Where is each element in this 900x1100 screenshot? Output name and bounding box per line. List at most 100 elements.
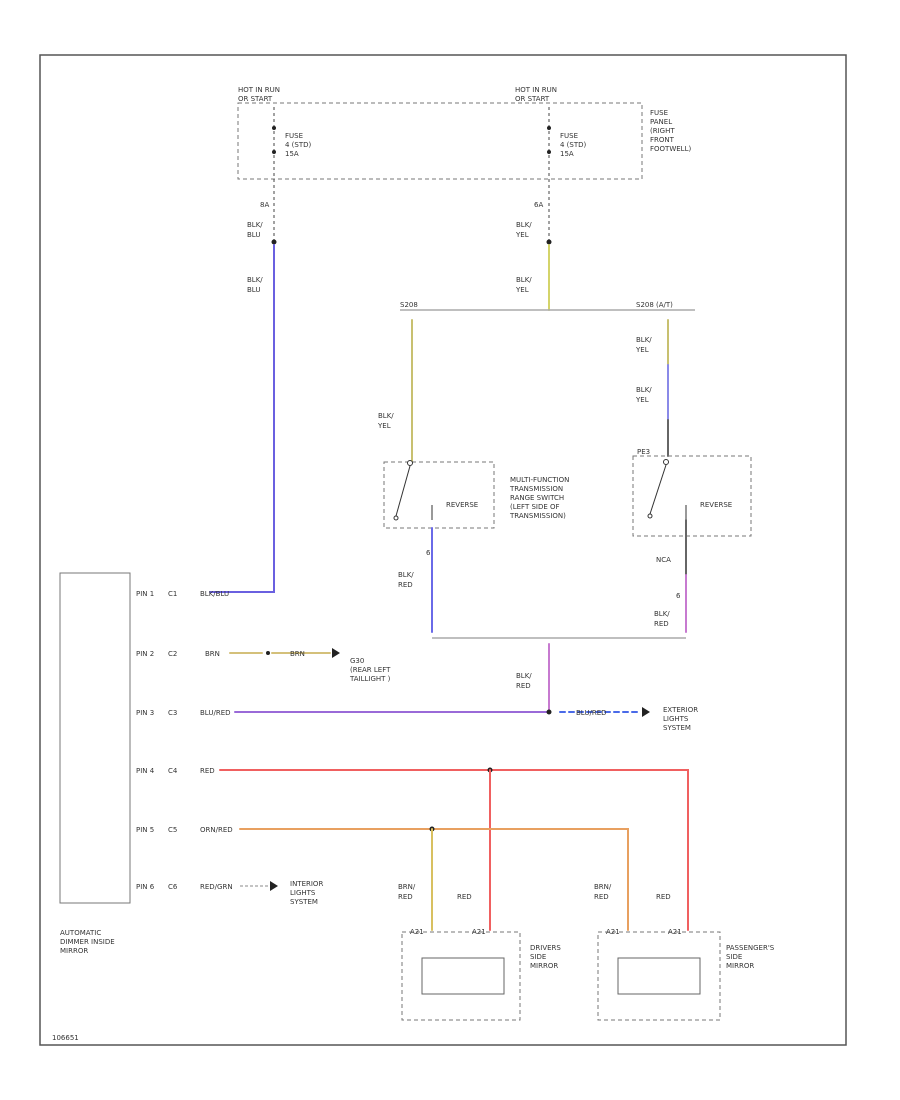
fuse-right-dot2: [547, 150, 551, 154]
passenger-pin-b: A21: [668, 928, 682, 936]
red-1: RED: [457, 893, 472, 901]
mirror-pin-row-4: PIN 4 C4 RED: [136, 767, 215, 775]
g-label-1: G30: [350, 657, 364, 665]
wire-blured-2b: RED: [654, 620, 669, 628]
mfs-l5: TRANSMISSION): [509, 512, 566, 520]
wire-blured-1b: RED: [398, 581, 413, 589]
wire-bluyel-4b: YEL: [635, 346, 649, 354]
hot-left-line2: OR START: [238, 95, 273, 103]
svg-text:C5: C5: [168, 826, 177, 834]
fuse-left-l2: 4 (STD): [285, 141, 312, 149]
fuse-panel-box: [237, 102, 643, 180]
red-2: RED: [656, 893, 671, 901]
mirror-label-1: AUTOMATIC: [60, 929, 101, 937]
passenger-mirror-heater: [617, 957, 701, 995]
passenger-mirror-1: PASSENGER'S: [726, 944, 775, 952]
passenger-pin-a: A21: [606, 928, 620, 936]
int-arrow: [270, 881, 278, 891]
wire-bluyel-2a: BLK/: [516, 276, 532, 284]
blured-right: BLU/RED: [576, 709, 607, 717]
switch-right-box: [632, 455, 752, 537]
g-label-3: TAILLIGHT ): [349, 675, 391, 683]
splice-left-top: [271, 239, 277, 245]
svg-text:C3: C3: [168, 709, 177, 717]
wire-orn-red: [239, 828, 629, 931]
wire-blublu-1a: BLK/: [247, 221, 263, 229]
svg-text:PIN 1: PIN 1: [136, 590, 154, 598]
wire-bluyel-1b: YEL: [515, 231, 529, 239]
switch-left-terminal: [407, 460, 413, 466]
ext-lights-2: LIGHTS: [663, 715, 689, 723]
fuse-right-l1: FUSE: [560, 132, 578, 140]
wire-blublu-2a: BLK/: [247, 276, 263, 284]
mirror-label-2: DIMMER INSIDE: [60, 938, 115, 946]
hot-left-line1: HOT IN RUN: [238, 86, 280, 94]
svg-text:ORN/RED: ORN/RED: [200, 826, 233, 834]
pin-left: 8A: [260, 201, 269, 209]
wire-blured-3a: BLK/: [516, 672, 532, 680]
svg-text:PIN 3: PIN 3: [136, 709, 154, 717]
wire-bluyel-5a: BLK/: [636, 386, 652, 394]
int-lights-1: INTERIOR: [290, 880, 323, 888]
svg-text:RED: RED: [200, 767, 215, 775]
switch-right-pin: PE3: [637, 448, 650, 456]
brn-right: BRN: [290, 650, 305, 658]
switch-right-blade: [649, 464, 667, 515]
svg-text:BLU/RED: BLU/RED: [200, 709, 231, 717]
wire-bluyel-1a: BLK/: [516, 221, 532, 229]
pin-6: 6: [426, 549, 431, 557]
wire-blured-2a: BLK/: [654, 610, 670, 618]
pin-nc: NCA: [656, 556, 671, 564]
wire-blk-blu: [209, 244, 275, 593]
svg-text:C4: C4: [168, 767, 178, 775]
wire-bluyel-3b: YEL: [377, 422, 391, 430]
wire-bluyel-4a: BLK/: [636, 336, 652, 344]
diagram-frame: [39, 54, 847, 1046]
fuse-panel-l3: (RIGHT: [650, 127, 675, 135]
fuse-right-l3: 15A: [560, 150, 574, 158]
hot-right-line1: HOT IN RUN: [515, 86, 557, 94]
svg-text:BRN: BRN: [205, 650, 220, 658]
ext-lights-3: SYSTEM: [663, 724, 691, 732]
mirror-label-3: MIRROR: [60, 947, 88, 955]
mirror-pin-row-5: PIN 5 C5 ORN/RED: [136, 826, 233, 834]
brn-red-1a: BRN/: [398, 883, 416, 891]
fuse-left-l3: 15A: [285, 150, 299, 158]
int-lights-3: SYSTEM: [290, 898, 318, 906]
switch-right-label: REVERSE: [700, 501, 732, 509]
mfs-l4: (LEFT SIDE OF: [510, 503, 560, 511]
switch-right-terminal: [663, 459, 669, 465]
brn-red-2a: BRN/: [594, 883, 612, 891]
ext-arrow: [642, 707, 650, 717]
passenger-mirror-3: MIRROR: [726, 962, 754, 970]
fuse-panel-l4: FRONT: [650, 136, 675, 144]
ground-arrow: [332, 648, 340, 658]
brn-red-2b: RED: [594, 893, 609, 901]
fuse-panel-l2: PANEL: [650, 118, 672, 126]
switch-left-blade: [395, 465, 411, 517]
hot-right-line2: OR START: [515, 95, 550, 103]
svg-text:PIN 4: PIN 4: [136, 767, 155, 775]
wire-bluyel-5b: YEL: [635, 396, 649, 404]
svg-text:PIN 6: PIN 6: [136, 883, 155, 891]
svg-text:PIN 5: PIN 5: [136, 826, 154, 834]
switch-right-pivot: [647, 513, 653, 519]
svg-text:C1: C1: [168, 590, 177, 598]
driver-pin-a: A21: [410, 928, 424, 936]
splice-left: S208: [400, 301, 418, 309]
fuse-panel-l5: FOOTWELL): [650, 145, 691, 153]
switch-left-label: REVERSE: [446, 501, 478, 509]
drivers-mirror-2: SIDE: [530, 953, 546, 961]
mirror-pin-row-1: PIN 1 C1 BLK/BLU: [136, 590, 229, 598]
driver-mirror-box: [401, 931, 521, 1021]
figure-id: 106651: [52, 1034, 79, 1042]
mirror-pin-row-2: PIN 2 C2 BRN: [136, 650, 220, 658]
wire-red-main: [219, 769, 689, 931]
fuse-left-dot1: [272, 126, 276, 130]
splice-right: S208 (A/T): [636, 301, 673, 309]
splice-right-top: [546, 239, 552, 245]
passenger-mirror-2: SIDE: [726, 953, 742, 961]
mfs-l3: RANGE SWITCH: [510, 494, 564, 502]
driver-mirror-heater: [421, 957, 505, 995]
